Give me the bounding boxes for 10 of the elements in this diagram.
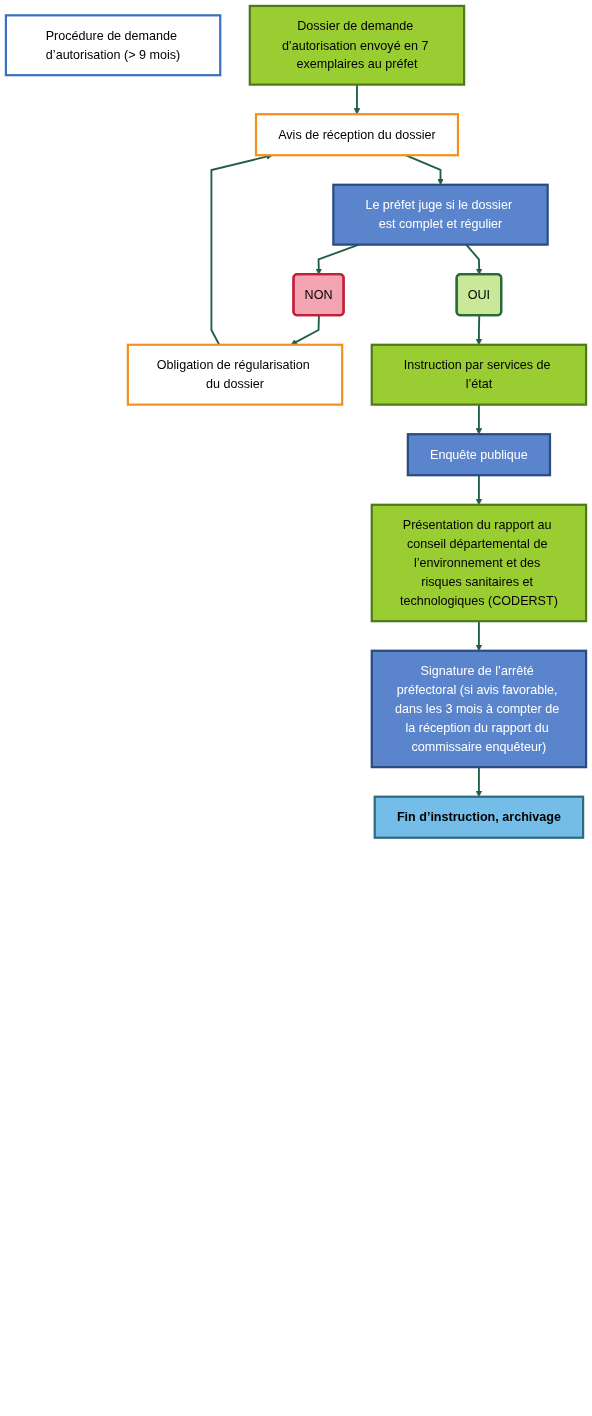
node-box: Instruction par services de l’état: [370, 343, 588, 406]
node-box: Signature de l’arrêté préfectoral (si avis favorable, dans les 3 mois à compter de la réception du rapport du commissaire enquêteur): [370, 649, 588, 769]
node-box: Fin d’instruction, archivage: [373, 795, 585, 839]
node-box: Dossier de demande d’autorisation envoyé en 7 exemplaires au préfet: [248, 4, 466, 86]
node-box: Procédure de demande d’autorisation (> 9 mois): [4, 14, 222, 77]
node-box: Présentation du rapport au conseil départemental de l’environnement et des risques sanitaires et technologiques (CODERST): [370, 503, 588, 623]
node-box: Enquête publique: [406, 433, 552, 477]
node-box: Le préfet juge si le dossier est complet et régulier: [332, 183, 549, 246]
node-box: Obligation de régularisation du dossier: [126, 343, 344, 406]
node-box: Avis de réception du dossier: [254, 113, 460, 157]
